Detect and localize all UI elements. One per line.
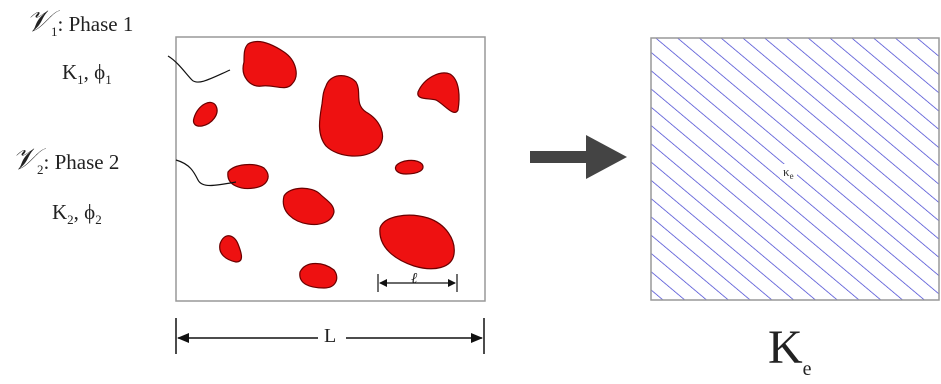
phase2-name: : Phase 2 xyxy=(43,150,120,174)
phase1-name: : Phase 1 xyxy=(57,12,134,36)
phase1-leader-line xyxy=(167,55,231,83)
inclusion-large-right xyxy=(379,214,455,270)
transform-arrow xyxy=(530,135,627,179)
phase1-label: 𝒱1: Phase 1 xyxy=(26,4,134,39)
inclusion-small-left xyxy=(192,101,218,127)
inclusion-top-left xyxy=(242,40,297,89)
inclusion-mid-left xyxy=(227,163,269,190)
inclusions xyxy=(192,40,460,289)
phase1-params: K1, ϕ1 xyxy=(62,60,112,87)
inclusion-top-right xyxy=(417,72,460,113)
phase2-symbol: 𝒱 xyxy=(12,142,37,177)
phase1-symbol: 𝒱 xyxy=(26,4,51,39)
phase2-params: K2, ϕ2 xyxy=(52,200,102,227)
phase2-label: 𝒱2: Phase 2 xyxy=(12,142,120,177)
inclusion-center-heart xyxy=(282,187,335,226)
phase2-leader-line xyxy=(175,159,237,187)
inclusion-bottom-center xyxy=(299,262,338,289)
inclusion-center-kidney xyxy=(318,75,383,157)
small-length-label: ℓ xyxy=(411,271,418,287)
inclusion-bottom-left xyxy=(219,235,243,263)
inclusion-tiny-right xyxy=(394,159,424,175)
effective-small-label: κe xyxy=(780,163,797,181)
effective-big-label: Ke xyxy=(768,321,812,380)
big-length-label: L xyxy=(324,325,337,347)
